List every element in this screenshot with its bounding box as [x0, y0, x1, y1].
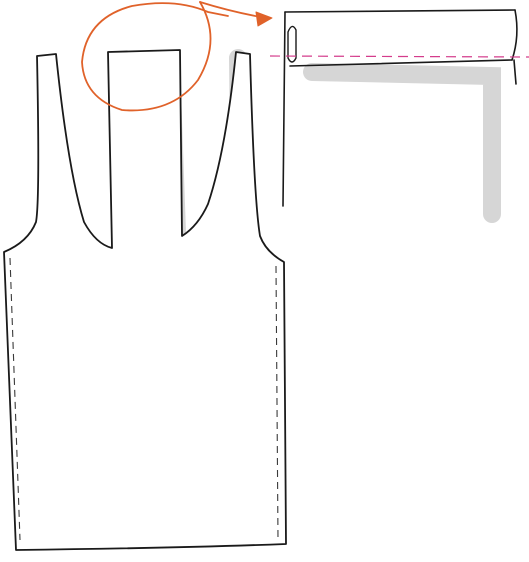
annotation-circle-arrow [81, 1, 273, 112]
strap-detail-fold-bottom [289, 59, 513, 67]
tank-top-outline [3, 49, 287, 551]
strap-detail-fold-edge [511, 9, 518, 61]
strap-detail-left-edge [282, 11, 286, 207]
strap-detail-shadow [303, 63, 501, 223]
strap-detail-roll [287, 25, 297, 63]
strap-detail-top-edge [284, 9, 516, 13]
folded-strap-detail [269, 9, 529, 207]
seam-stitching [9, 257, 279, 541]
arrowhead-icon [255, 11, 273, 27]
fold-line-dashed [269, 55, 529, 58]
annotation-circle [81, 1, 229, 112]
strap-detail-right-edge [513, 59, 517, 85]
right-seam-line [275, 265, 279, 541]
